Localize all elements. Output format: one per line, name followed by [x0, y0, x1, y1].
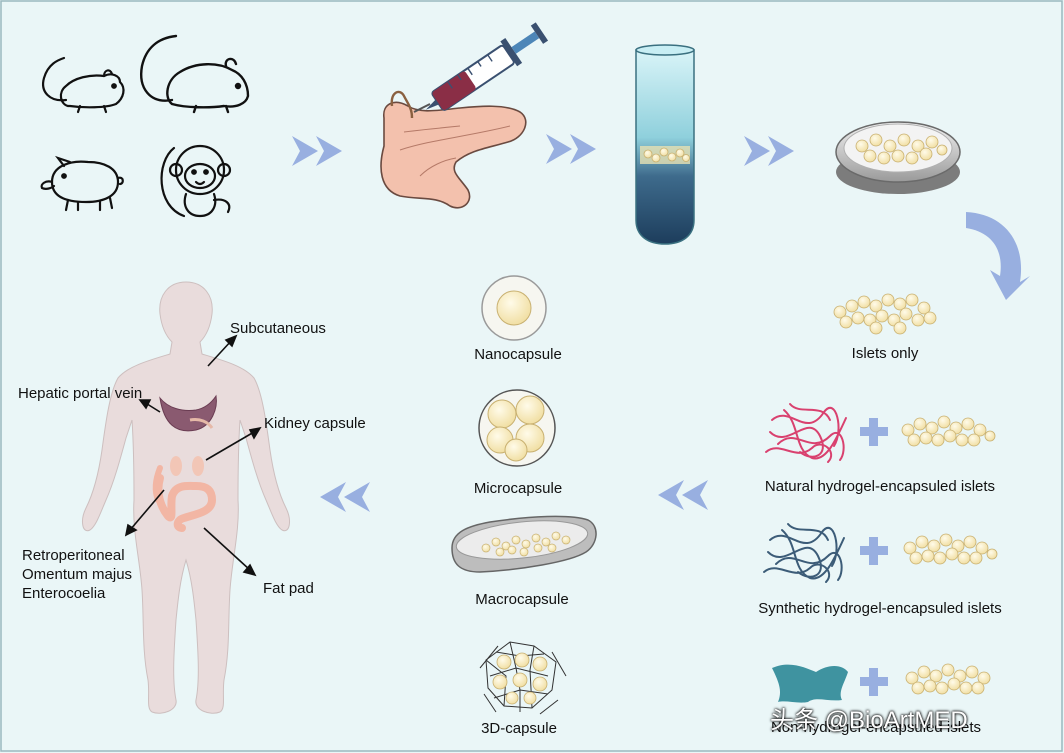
syringe-icon	[413, 22, 549, 113]
synthetic-hydrogel-fibers	[763, 523, 845, 583]
label-macrocapsule: Macrocapsule	[475, 591, 569, 608]
non-hydrogel-shape	[772, 664, 848, 703]
plus-icon	[860, 418, 888, 446]
plus-icon	[860, 537, 888, 565]
label-enterocoelia: Enterocoelia	[22, 585, 106, 602]
petri-dish-icon	[835, 121, 961, 194]
label-non-hydrogel: Non-hydrogel-encapsuled islets	[770, 719, 982, 736]
label-synthetic-hydrogel: Synthetic hydrogel-encapsuled islets	[758, 600, 1002, 617]
mouse-icon	[42, 56, 125, 114]
human-body-icon	[82, 281, 290, 714]
natural-islets-cluster	[901, 415, 996, 447]
label-omentum-majus: Omentum majus	[22, 566, 133, 583]
pancreas-icon	[380, 90, 527, 209]
rat-icon	[140, 34, 250, 114]
nanocapsule-icon	[481, 275, 547, 341]
label-subcutaneous: Subcutaneous	[230, 320, 326, 337]
macrocapsule-icon	[451, 515, 597, 573]
test-tube-icon	[635, 44, 695, 245]
label-3d-capsule: 3D-capsule	[481, 720, 557, 737]
non-hydrogel-islets-cluster	[905, 663, 991, 695]
annotation-arrows	[124, 334, 262, 577]
natural-hydrogel-fibers	[765, 403, 847, 463]
label-hepatic-portal-vein: Hepatic portal vein	[18, 385, 143, 402]
arrow-right-1	[292, 136, 342, 166]
label-microcapsule: Microcapsule	[473, 480, 563, 497]
arrow-right-3	[744, 136, 794, 166]
plus-icon	[860, 668, 888, 696]
label-natural-hydrogel: Natural hydrogel-encapsuled islets	[764, 478, 996, 495]
label-kidney-capsule: Kidney capsule	[264, 415, 366, 432]
islets-only-cluster	[833, 293, 937, 335]
label-nanocapsule: Nanocapsule	[474, 346, 562, 363]
label-retroperitoneal: Retroperitoneal	[22, 547, 125, 564]
pig-icon	[40, 155, 124, 212]
synthetic-islets-cluster	[903, 533, 998, 565]
label-islets-only: Islets only	[851, 345, 919, 362]
arrow-right-2	[546, 134, 596, 164]
3d-capsule-icon	[479, 641, 567, 715]
arrow-left-1	[658, 480, 708, 510]
label-fat-pad: Fat pad	[263, 580, 314, 597]
watermark: 头条 @BioArtMED	[770, 707, 968, 734]
microcapsule-icon	[478, 389, 556, 467]
arrow-curved-down	[966, 212, 1030, 300]
monkey-icon	[160, 144, 232, 218]
arrow-left-2	[320, 482, 370, 512]
